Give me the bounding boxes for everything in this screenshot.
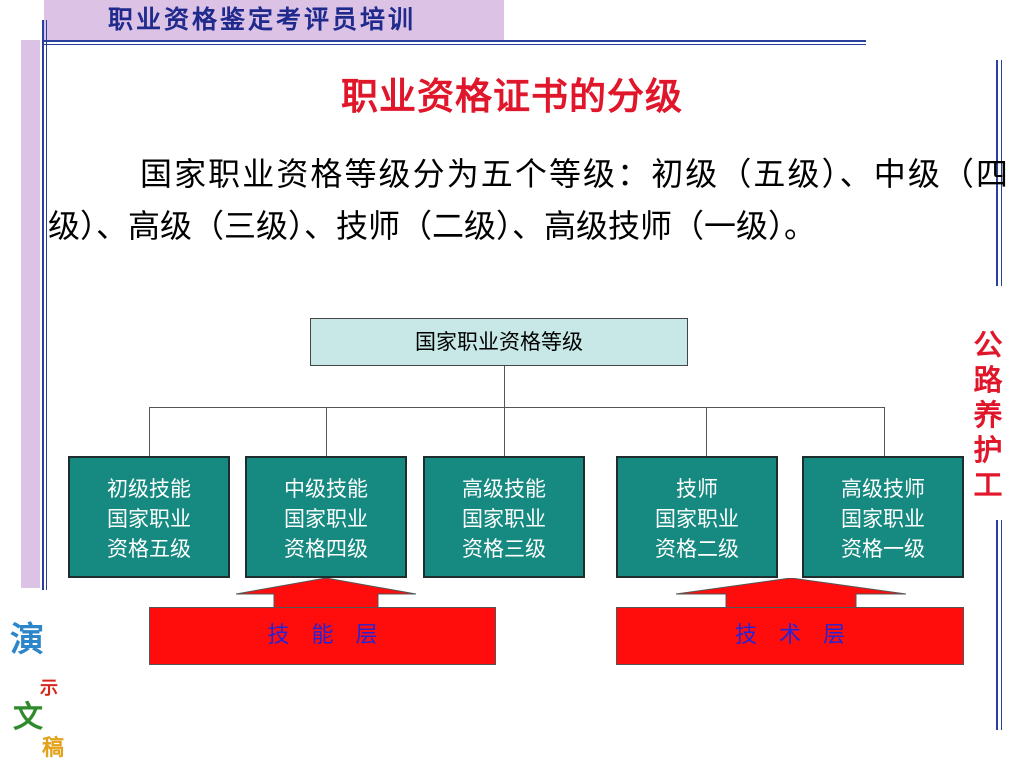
level-line: 初级技能	[107, 477, 191, 501]
right-vertical-char: 工	[973, 468, 1003, 502]
right-vertical-char: 公	[973, 328, 1003, 362]
demo-badge-char: 示	[40, 678, 58, 699]
page-title: 职业资格证书的分级	[341, 74, 683, 118]
right-vertical-char: 路	[973, 363, 1003, 397]
root-node: 国家职业资格等级	[310, 318, 688, 366]
level-node-grade4: 中级技能 国家职业 资格四级	[245, 456, 407, 578]
banner-background	[44, 0, 504, 40]
level-line: 国家职业	[655, 507, 739, 531]
frame-right-line-lower	[996, 520, 998, 730]
right-vertical-label: 公 路 养 护 工	[968, 328, 1008, 503]
connector-drop	[706, 407, 707, 456]
level-line: 高级技师	[841, 477, 925, 501]
demo-badge-char: 文	[13, 700, 43, 735]
intro-paragraph: 国家职业资格等级分为五个等级：初级（五级）、中级（四级）、高级（三级）、技师（二…	[48, 155, 1008, 245]
level-line: 资格三级	[462, 537, 546, 561]
tech-layer-arrow	[676, 578, 906, 608]
frame-right-line	[996, 60, 998, 286]
level-line: 国家职业	[841, 507, 925, 531]
connector-horizontal-bar	[149, 407, 885, 408]
demo-badge-char: 演	[10, 620, 44, 660]
right-vertical-char: 养	[973, 398, 1003, 432]
level-line: 技师	[676, 477, 718, 501]
level-line: 资格二级	[655, 537, 739, 561]
level-node-grade3: 高级技能 国家职业 资格三级	[423, 456, 585, 578]
connector-drop	[884, 407, 885, 456]
frame-left-line-inner	[46, 20, 47, 590]
frame-right-line-inner	[1001, 60, 1002, 286]
level-node-grade5: 初级技能 国家职业 资格五级	[68, 456, 230, 578]
demo-badge-char: 稿	[41, 735, 64, 761]
connector-drop	[326, 407, 327, 456]
level-line: 资格一级	[841, 537, 925, 561]
level-line: 资格五级	[107, 537, 191, 561]
connector-root-stem	[504, 366, 505, 408]
frame-top-line	[44, 40, 866, 42]
tech-layer-bar: 技术层	[616, 607, 964, 665]
right-vertical-char: 护	[973, 433, 1003, 467]
skill-layer-arrow	[236, 578, 416, 608]
connector-drop	[149, 407, 150, 456]
level-line: 国家职业	[284, 507, 368, 531]
level-line: 国家职业	[107, 507, 191, 531]
level-line: 资格四级	[284, 537, 368, 561]
level-line: 中级技能	[284, 477, 368, 501]
level-line: 国家职业	[462, 507, 546, 531]
frame-top-line-inner	[44, 44, 866, 45]
frame-right-line-lower-inner	[1001, 520, 1002, 730]
level-node-grade2: 技师 国家职业 资格二级	[616, 456, 778, 578]
left-decor-strip	[21, 40, 40, 588]
level-node-grade1: 高级技师 国家职业 资格一级	[802, 456, 964, 578]
banner-title: 职业资格鉴定考评员培训	[108, 5, 417, 34]
level-line: 高级技能	[462, 477, 546, 501]
frame-left-line	[42, 20, 44, 590]
skill-layer-bar: 技能层	[149, 607, 496, 665]
connector-drop	[504, 407, 505, 456]
